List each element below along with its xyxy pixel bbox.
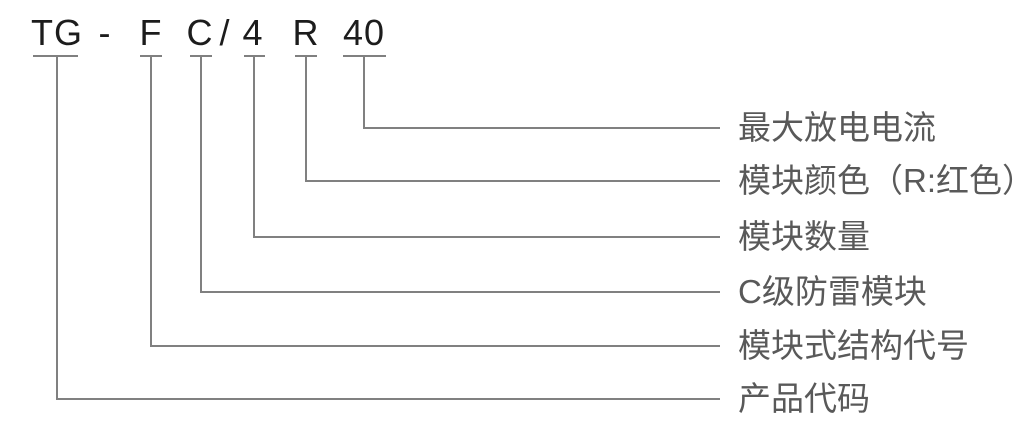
connector-line-TG bbox=[33, 55, 720, 400]
code-token-40: 40 bbox=[342, 12, 386, 53]
connector-line-4 bbox=[244, 55, 720, 238]
code-token-TG: TG bbox=[31, 12, 83, 53]
label-R: 模块颜色（R:红色） bbox=[738, 162, 1032, 199]
code-token-sep: / bbox=[219, 12, 231, 53]
label-4: 模块数量 bbox=[738, 218, 870, 255]
label-40: 最大放电电流 bbox=[738, 109, 936, 146]
label-C: C级防雷模块 bbox=[738, 273, 927, 310]
label-TG: 产品代码 bbox=[738, 380, 870, 417]
connector-line-C bbox=[190, 55, 720, 293]
code-token-F: F bbox=[139, 12, 163, 53]
label-F: 模块式结构代号 bbox=[738, 327, 969, 364]
connector-line-F bbox=[140, 55, 720, 347]
code-token-R: R bbox=[292, 12, 320, 53]
connector-line-R bbox=[295, 55, 720, 182]
code-token-C: C bbox=[186, 12, 214, 53]
connector-line-40 bbox=[343, 55, 720, 129]
code-token-sep: - bbox=[98, 12, 112, 53]
code-token-4: 4 bbox=[242, 12, 264, 53]
